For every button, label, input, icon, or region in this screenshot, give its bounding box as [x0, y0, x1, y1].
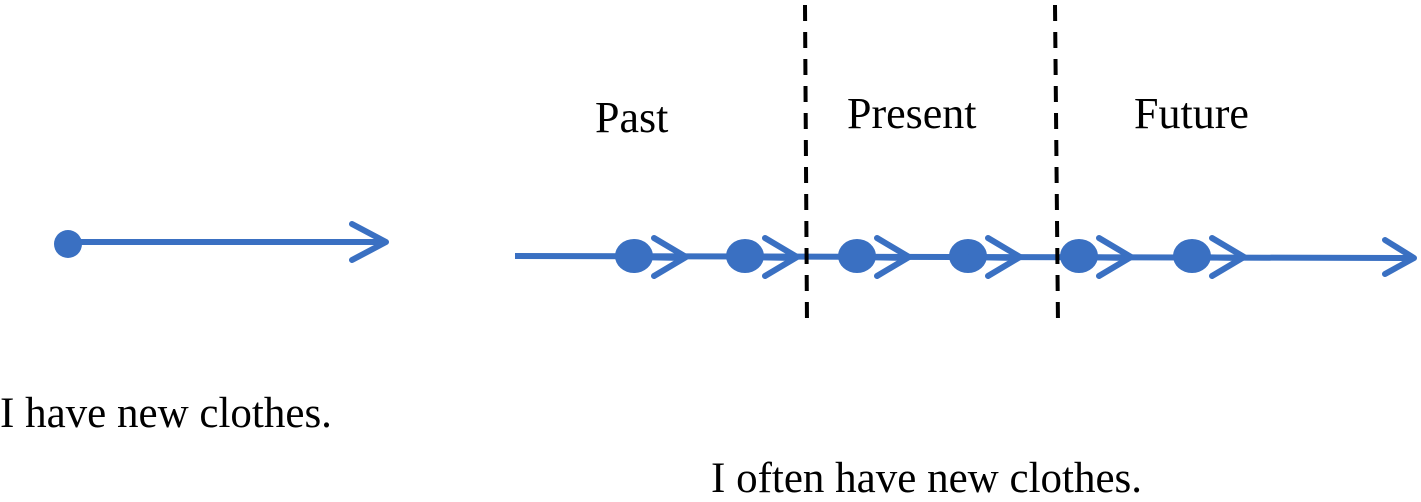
- event-marker: [726, 235, 800, 279]
- event-dot: [838, 239, 876, 273]
- caption-single-event: I have new clothes.: [0, 390, 332, 437]
- event-arrow-shaft: [967, 254, 1019, 261]
- event-marker: [1060, 235, 1134, 279]
- label-present: Present: [847, 89, 977, 138]
- divider-past-present: [803, 4, 809, 326]
- event-dot: [615, 239, 653, 273]
- event-marker: [838, 235, 912, 279]
- event-markers: [615, 235, 1247, 279]
- event-arrow-shaft: [744, 254, 796, 261]
- event-marker: [615, 235, 689, 279]
- event-dot: [949, 239, 987, 273]
- event-arrowhead: [874, 235, 912, 279]
- event-arrowhead: [1096, 235, 1134, 279]
- timeline-arrowhead: [1382, 237, 1417, 277]
- event-arrow-shaft: [633, 254, 685, 261]
- event-dot: [1173, 239, 1211, 273]
- event-arrow-shaft: [1191, 254, 1243, 261]
- divider-present-future: [1053, 4, 1060, 326]
- event-arrow-shaft: [1078, 254, 1130, 261]
- repeated-event-timeline: [514, 235, 1417, 279]
- event-marker: [949, 235, 1023, 279]
- event-arrowhead: [1209, 235, 1247, 279]
- label-future: Future: [1134, 89, 1249, 138]
- caption-repeated-event: I often have new clothes.: [711, 455, 1143, 502]
- label-past: Past: [595, 93, 669, 142]
- event-arrowhead: [762, 235, 800, 279]
- event-arrowhead: [985, 235, 1023, 279]
- event-arrow-shaft: [856, 254, 908, 261]
- event-arrowhead: [651, 235, 689, 279]
- single-event-arrow: [54, 221, 389, 263]
- event-dot: [726, 239, 764, 273]
- event-marker: [1173, 235, 1247, 279]
- event-dot: [1060, 239, 1098, 273]
- single-event-arrowhead: [349, 221, 389, 263]
